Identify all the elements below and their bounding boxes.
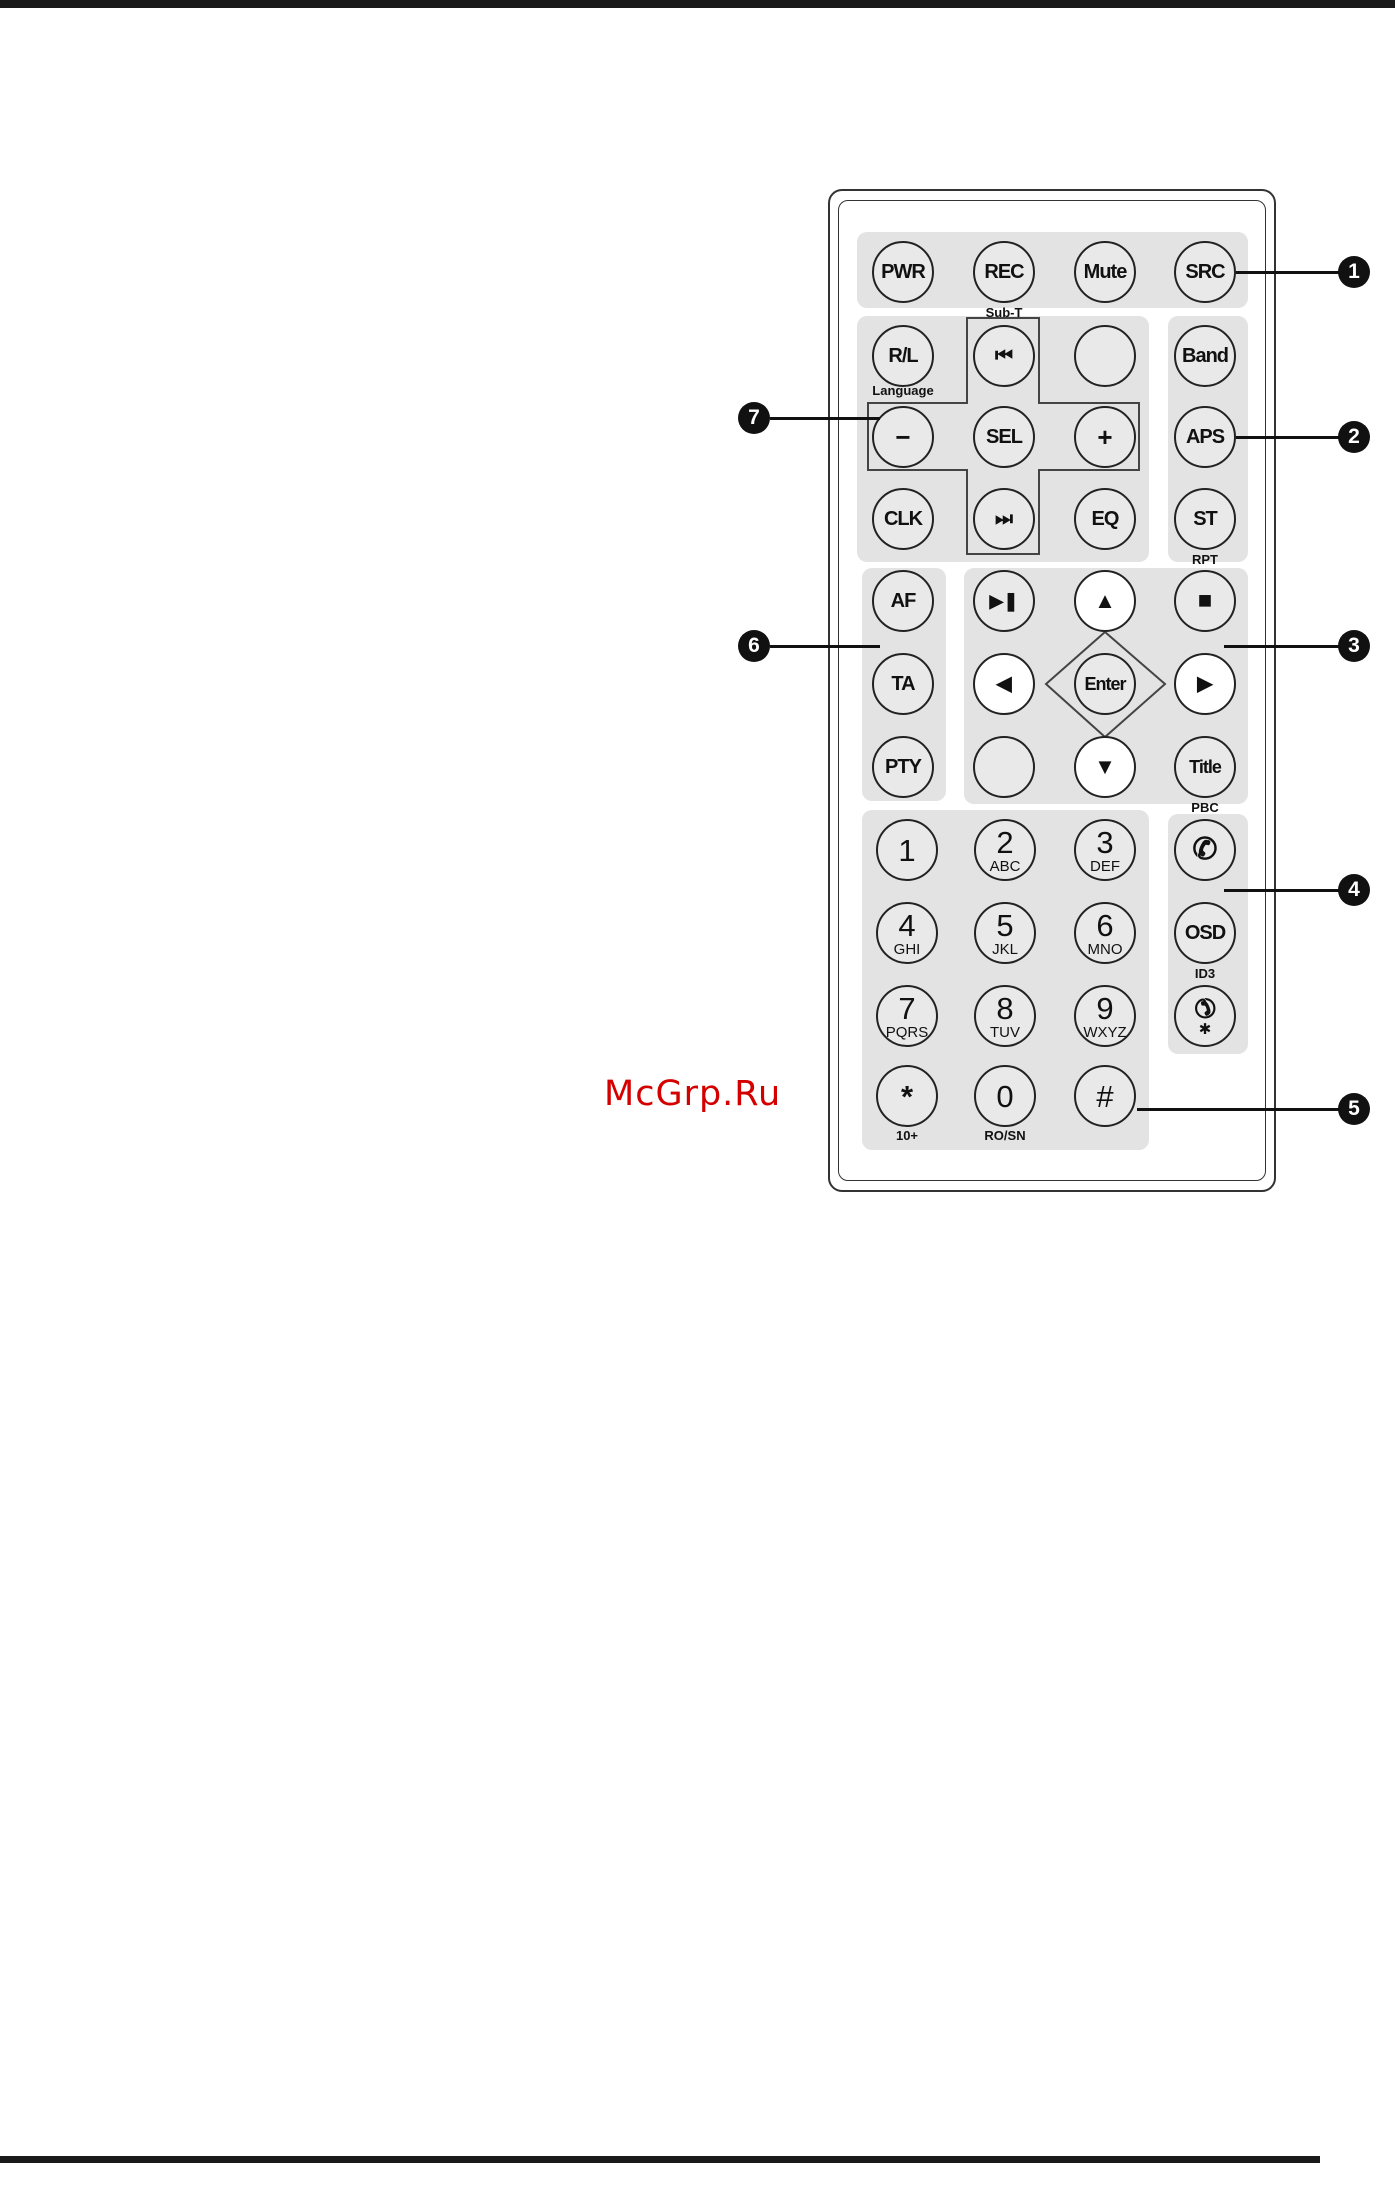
callout-line-1 xyxy=(1236,271,1352,274)
hangup-bluetooth-button[interactable]: ✆✱ xyxy=(1174,985,1236,1047)
callout-line-5 xyxy=(1137,1108,1352,1111)
enter-button[interactable]: Enter xyxy=(1074,653,1136,715)
call-button[interactable]: ✆ xyxy=(1174,819,1236,881)
right-arrow-button[interactable]: ▶ xyxy=(1174,653,1236,715)
caption-ro-sn: RO/SN xyxy=(984,1128,1025,1143)
stop-icon: ■ xyxy=(1198,589,1213,613)
blank-button-2[interactable] xyxy=(973,736,1035,798)
phone-call-icon: ✆ xyxy=(1192,835,1217,865)
left-arrow-icon: ◀ xyxy=(996,674,1011,694)
caption-10-plus: 10+ xyxy=(896,1128,918,1143)
source-button[interactable]: SRC xyxy=(1174,241,1236,303)
next-track-button[interactable]: ⏭ xyxy=(973,488,1035,550)
watermark: McGrp.Ru xyxy=(604,1074,781,1114)
blank-button-1[interactable] xyxy=(1074,325,1136,387)
pty-button[interactable]: PTY xyxy=(872,736,934,798)
callout-7: 7 xyxy=(738,402,770,434)
eq-button[interactable]: EQ xyxy=(1074,488,1136,550)
previous-track-button[interactable]: ⏮ xyxy=(973,325,1035,387)
right-arrow-icon: ▶ xyxy=(1197,674,1212,694)
osd-button[interactable]: OSD xyxy=(1174,902,1236,964)
clock-button[interactable]: CLK xyxy=(872,488,934,550)
hash-button[interactable]: # xyxy=(1074,1065,1136,1127)
caption-language: Language xyxy=(872,383,933,398)
left-arrow-button[interactable]: ◀ xyxy=(973,653,1035,715)
play-pause-button[interactable]: ▶❚ xyxy=(973,570,1035,632)
key-0[interactable]: 0 xyxy=(974,1065,1036,1127)
title-button[interactable]: Title xyxy=(1174,736,1236,798)
rl-button[interactable]: R/L xyxy=(872,325,934,387)
rec-button[interactable]: REC xyxy=(973,241,1035,303)
callout-line-2 xyxy=(1236,436,1352,439)
callout-line-7 xyxy=(770,417,880,420)
caption-rpt: RPT xyxy=(1192,552,1218,567)
aps-button[interactable]: APS xyxy=(1174,406,1236,468)
callout-3: 3 xyxy=(1338,630,1370,662)
up-arrow-icon: ▲ xyxy=(1094,590,1116,612)
phone-hangup-icon: ✆ xyxy=(1188,991,1222,1025)
callout-2: 2 xyxy=(1338,421,1370,453)
mute-button[interactable]: Mute xyxy=(1074,241,1136,303)
callout-1: 1 xyxy=(1338,256,1370,288)
callout-line-4 xyxy=(1224,889,1352,892)
key-1[interactable]: 1 xyxy=(876,819,938,881)
caption-id3: ID3 xyxy=(1195,966,1215,981)
next-icon: ⏭ xyxy=(995,509,1013,529)
volume-down-button[interactable]: − xyxy=(872,406,934,468)
callout-6: 6 xyxy=(738,630,770,662)
stop-button[interactable]: ■ xyxy=(1174,570,1236,632)
previous-icon: ⏮ xyxy=(995,346,1013,366)
down-arrow-button[interactable]: ▼ xyxy=(1074,736,1136,798)
callout-line-3 xyxy=(1224,645,1352,648)
play-pause-icon: ▶❚ xyxy=(990,592,1019,610)
callout-line-6 xyxy=(770,645,880,648)
bottom-rule xyxy=(0,2156,1320,2163)
caption-sub-t: Sub-T xyxy=(986,305,1023,320)
power-button[interactable]: PWR xyxy=(872,241,934,303)
stereo-button[interactable]: ST xyxy=(1174,488,1236,550)
caption-pbc: PBC xyxy=(1191,800,1218,815)
star-button[interactable]: * xyxy=(876,1065,938,1127)
band-button[interactable]: Band xyxy=(1174,325,1236,387)
callout-5: 5 xyxy=(1338,1093,1370,1125)
select-button[interactable]: SEL xyxy=(973,406,1035,468)
volume-up-button[interactable]: + xyxy=(1074,406,1136,468)
af-button[interactable]: AF xyxy=(872,570,934,632)
callout-4: 4 xyxy=(1338,874,1370,906)
ta-button[interactable]: TA xyxy=(872,653,934,715)
up-arrow-button[interactable]: ▲ xyxy=(1074,570,1136,632)
down-arrow-icon: ▼ xyxy=(1094,756,1116,778)
